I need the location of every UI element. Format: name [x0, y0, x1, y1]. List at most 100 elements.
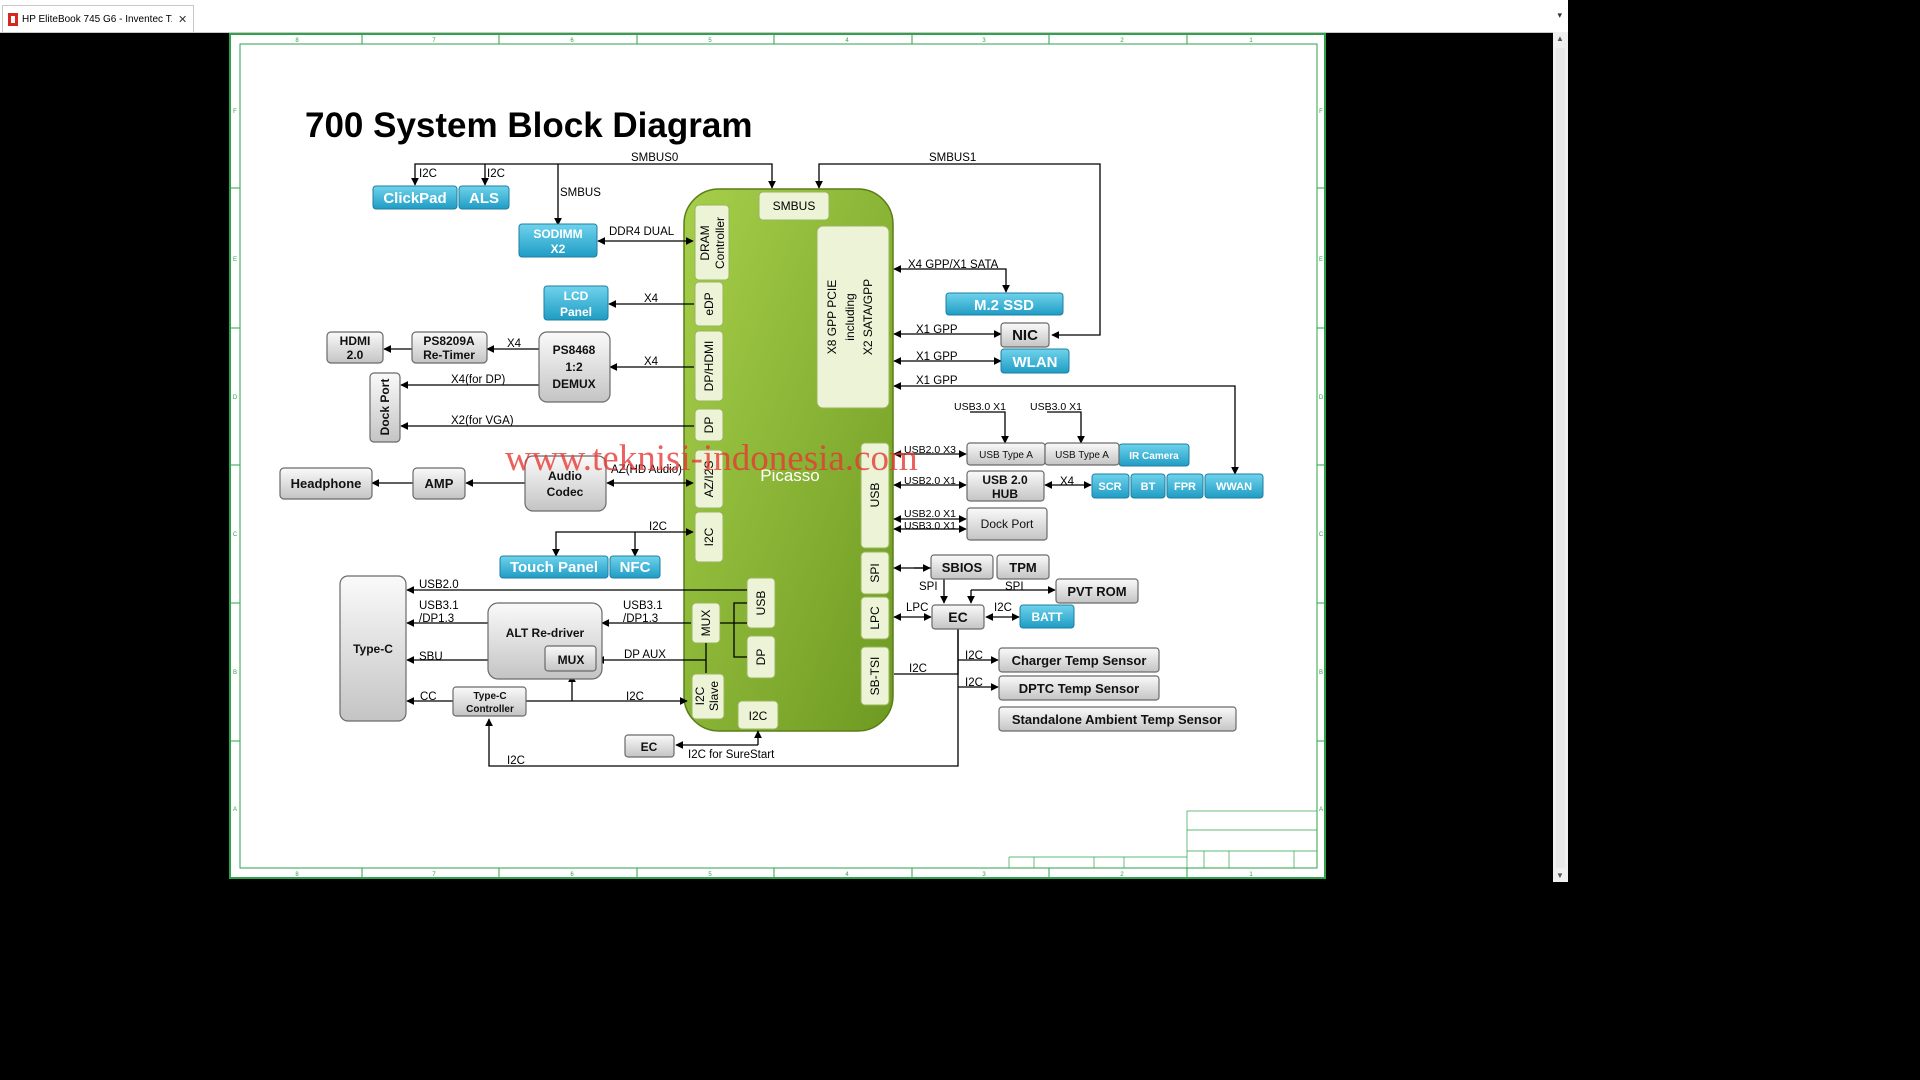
block-alt-redriver: ALT Re-driver: [506, 626, 585, 640]
block-retimer: Re-Timer: [423, 348, 475, 362]
block-ps8209a: PS8209A: [423, 334, 475, 348]
port-slave: Slave: [707, 681, 721, 711]
close-icon[interactable]: ✕: [178, 13, 188, 26]
label-usb20: USB2.0: [419, 579, 459, 591]
port-dram-controller: Controller: [713, 217, 727, 269]
label-dp13-left: /DP1.3: [419, 613, 454, 625]
port-dram: DRAM: [698, 225, 712, 260]
label-dp13-right: /DP1.3: [623, 613, 658, 625]
label-x4-retimer: X4: [507, 338, 522, 350]
block-sodimm: SODIMM: [533, 227, 582, 241]
block-typec: Type-C: [353, 642, 393, 656]
block-diagram: 8 7 6 5 4 3 2 1 8 7 6 5 4 3 2 1 F E D C …: [229, 33, 1326, 879]
label-x4gpp: X4 GPP/X1 SATA: [908, 259, 999, 271]
label-smbus: SMBUS: [560, 187, 601, 199]
label-usb31-left: USB3.1: [419, 600, 459, 612]
block-hdmi: HDMI: [340, 334, 371, 348]
col-label: 4: [845, 872, 849, 878]
row-label: F: [233, 109, 237, 115]
block-fpr: FPR: [1174, 481, 1196, 493]
label-smbus1: SMBUS1: [929, 152, 976, 164]
label-cc: CC: [420, 691, 437, 703]
label-x1gpp-wlan: X1 GPP: [916, 351, 958, 363]
block-pvt-rom: PVT ROM: [1067, 584, 1126, 599]
label-usb30-a: USB3.0 X1: [954, 401, 1006, 413]
block-ps8468: PS8468: [553, 343, 596, 357]
block-ambient-temp: Standalone Ambient Temp Sensor: [1012, 712, 1222, 727]
col-label: 2: [1120, 872, 1124, 878]
scroll-thumb[interactable]: [1556, 48, 1565, 868]
label-x4-fordp: X4(for DP): [451, 374, 505, 386]
col-label: 6: [570, 38, 574, 44]
block-audio: Audio: [548, 469, 582, 483]
collapse-icon[interactable]: ▾: [1557, 10, 1562, 20]
port-spi: SPI: [868, 563, 882, 582]
block-hdmi-ver: 2.0: [347, 348, 364, 362]
tab-title: HP EliteBook 745 G6 - Inventec T...: [22, 13, 172, 25]
col-label: 1: [1249, 872, 1253, 878]
scroll-up-arrow-icon[interactable]: ▲: [1556, 34, 1564, 43]
schematic-page: 8 7 6 5 4 3 2 1 8 7 6 5 4 3 2 1 F E D C …: [229, 33, 1326, 879]
label-spi-b: SPI: [1005, 581, 1024, 593]
label-dpaux: DP AUX: [624, 649, 666, 661]
label-i2c-als: I2C: [487, 168, 505, 180]
label-usb31-right: USB3.1: [623, 600, 663, 612]
label-i2c-tcctl: I2C: [626, 691, 644, 703]
block-touch-panel: Touch Panel: [510, 559, 598, 576]
block-typec-ctl: Type-C: [473, 691, 506, 702]
tab-bar: HP EliteBook 745 G6 - Inventec T... ✕ ▾: [0, 0, 1568, 33]
blue-blocks: [372, 185, 1264, 629]
gray-blocks: [279, 322, 1237, 758]
port-i2c: I2C: [702, 527, 716, 546]
vertical-scrollbar[interactable]: ▲ ▼: [1553, 32, 1568, 882]
block-headphone: Headphone: [291, 476, 362, 491]
row-label: C: [1319, 532, 1324, 538]
row-label: D: [1319, 395, 1324, 401]
outer-border: [229, 33, 1326, 879]
title-block: [1008, 810, 1318, 869]
block-nic: NIC: [1012, 327, 1038, 344]
port-usb-left: USB: [754, 591, 768, 616]
col-label: 2: [1120, 38, 1124, 44]
block-ratio: 1:2: [565, 360, 583, 374]
block-als: ALS: [469, 190, 499, 207]
col-label: 8: [295, 38, 299, 44]
block-mux: MUX: [558, 653, 585, 667]
block-ec: EC: [948, 609, 967, 625]
label-i2c-dptc: I2C: [965, 677, 983, 689]
col-label: 7: [432, 38, 436, 44]
port-smbus: SMBUS: [773, 199, 816, 213]
label-usb30-b: USB3.0 X1: [1030, 401, 1082, 413]
row-label: E: [233, 257, 237, 263]
port-dp: DP: [702, 417, 716, 434]
block-typec-ctl-2: Controller: [466, 704, 514, 715]
document-tab[interactable]: HP EliteBook 745 G6 - Inventec T... ✕: [2, 5, 194, 32]
port-pcie-line1: X8 GPP PCIE: [825, 280, 839, 354]
port-i2c-bottom: I2C: [749, 709, 768, 723]
label-sbu: SBU: [419, 651, 443, 663]
port-edp: eDP: [702, 292, 716, 315]
col-label: 5: [708, 38, 712, 44]
col-label: 5: [708, 872, 712, 878]
label-usb20x1-dock: USB2.0 X1: [904, 508, 956, 520]
block-nfc: NFC: [620, 559, 651, 576]
block-wwan: WWAN: [1216, 481, 1252, 493]
bus-lines: [371, 163, 1239, 767]
label-x4-dp: X4: [644, 356, 659, 368]
block-scr: SCR: [1098, 481, 1121, 493]
label-i2c-charger: I2C: [965, 650, 983, 662]
block-charger-temp: Charger Temp Sensor: [1012, 653, 1147, 668]
row-label: C: [233, 532, 238, 538]
port-az: AZ/I2S: [702, 461, 716, 498]
border-ticks: [230, 34, 1325, 878]
block-ircamera: IR Camera: [1129, 451, 1179, 462]
block-lcd: LCD: [564, 289, 589, 303]
port-usb-right: USB: [868, 483, 882, 508]
row-label: A: [233, 807, 237, 813]
scroll-down-arrow-icon[interactable]: ▼: [1556, 871, 1564, 880]
port-dphdmi: DP/HDMI: [702, 341, 716, 392]
label-ddr4: DDR4 DUAL: [609, 226, 675, 238]
row-label: F: [1319, 109, 1323, 115]
col-label: 3: [982, 38, 986, 44]
label-x4-edp: X4: [644, 293, 659, 305]
